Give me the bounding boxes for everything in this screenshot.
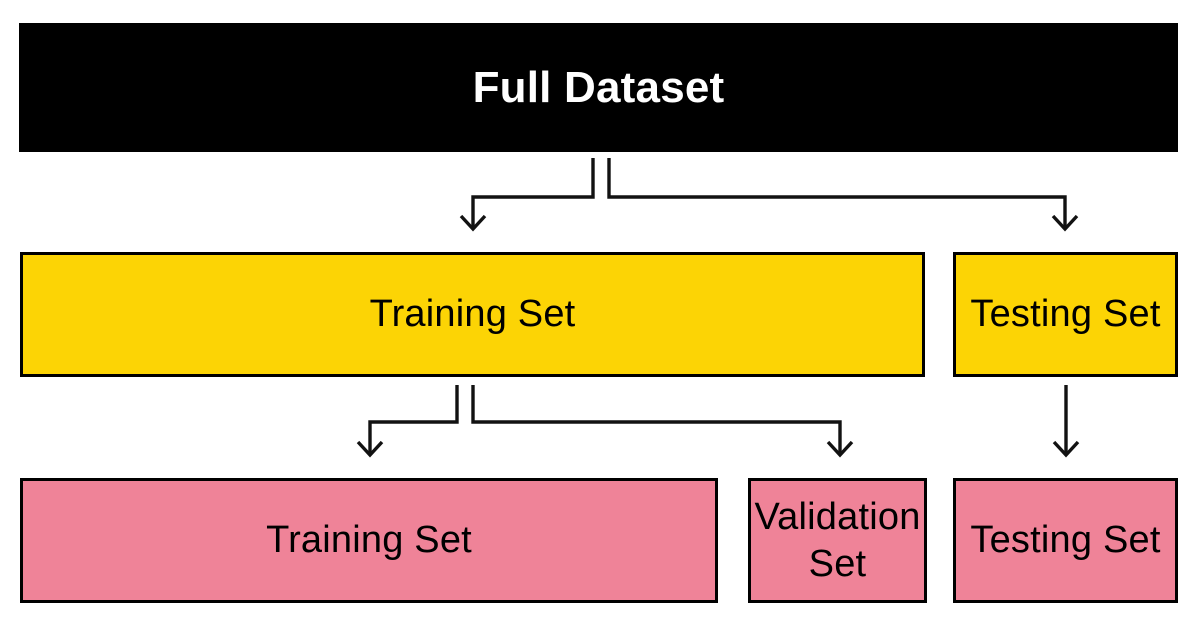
node-testing-set-level2: Testing Set [953, 252, 1178, 377]
arrow-training-to-training [356, 385, 459, 458]
node-training-set-level2: Training Set [20, 252, 925, 377]
arrow-training-to-validation [471, 385, 854, 458]
arrow-testing-to-testing [1052, 385, 1080, 458]
node-full-dataset: Full Dataset [19, 23, 1178, 152]
node-testing-set-level3: Testing Set [953, 478, 1178, 603]
node-validation-set-level3: Validation Set [748, 478, 927, 603]
arrow-full-to-training [459, 158, 595, 232]
node-training-set-level3: Training Set [20, 478, 718, 603]
arrow-full-to-testing [607, 158, 1079, 232]
